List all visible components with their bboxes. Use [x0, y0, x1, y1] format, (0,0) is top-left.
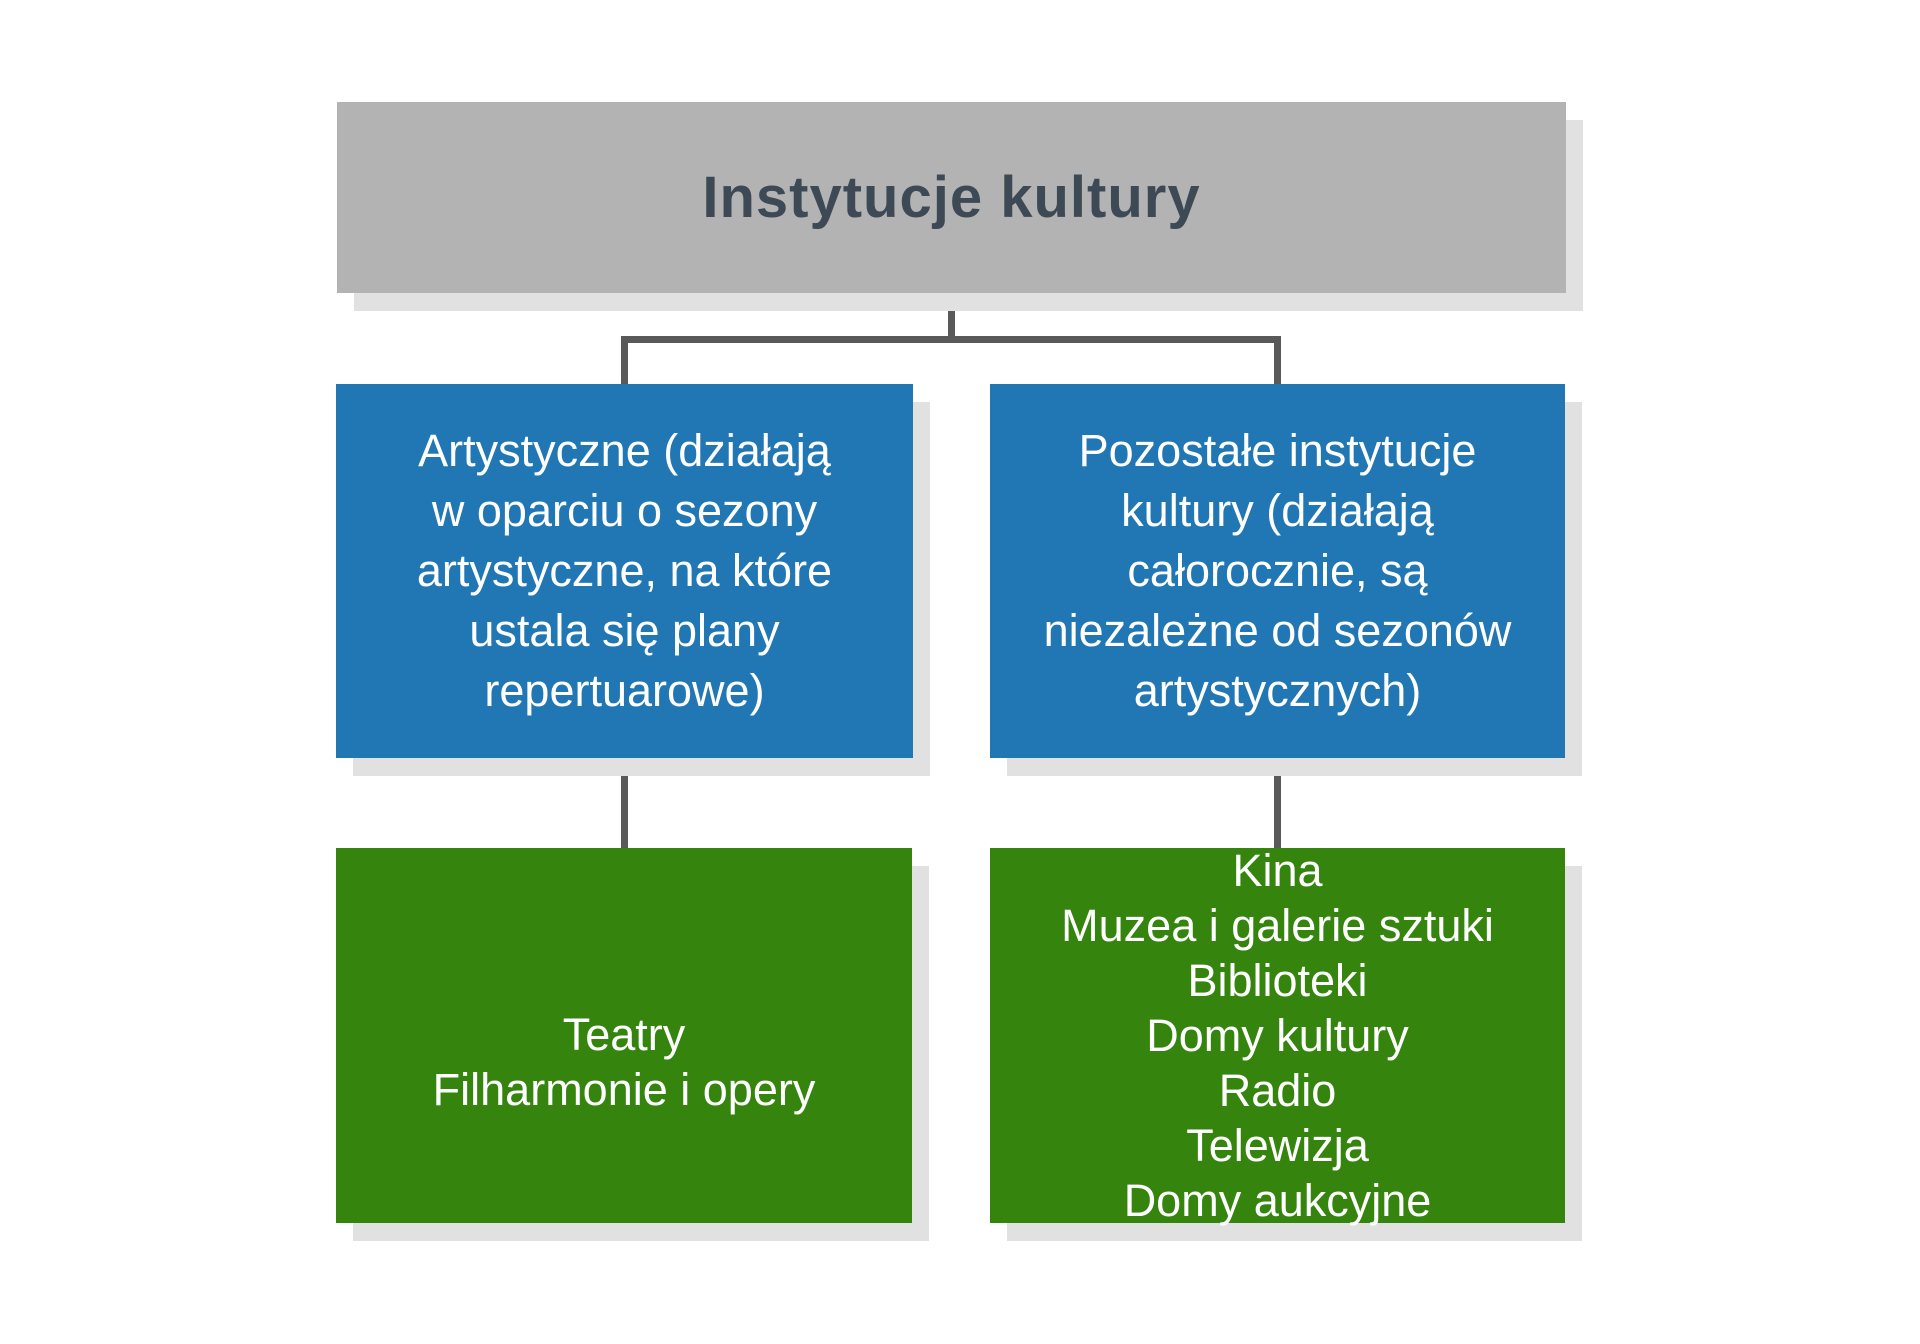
- connector-horizontal-branch: [621, 336, 1281, 343]
- root-node-instytucje-kultury: Instytucje kultury: [337, 102, 1566, 293]
- connector-right-leaf-stem: [1274, 758, 1281, 848]
- connector-left-leaf-stem: [621, 758, 628, 848]
- root-node-label: Instytucje kultury: [702, 165, 1201, 230]
- connector-right-branch-stem: [1274, 336, 1281, 384]
- connector-root-stem: [948, 293, 955, 340]
- connector-left-branch-stem: [621, 336, 628, 384]
